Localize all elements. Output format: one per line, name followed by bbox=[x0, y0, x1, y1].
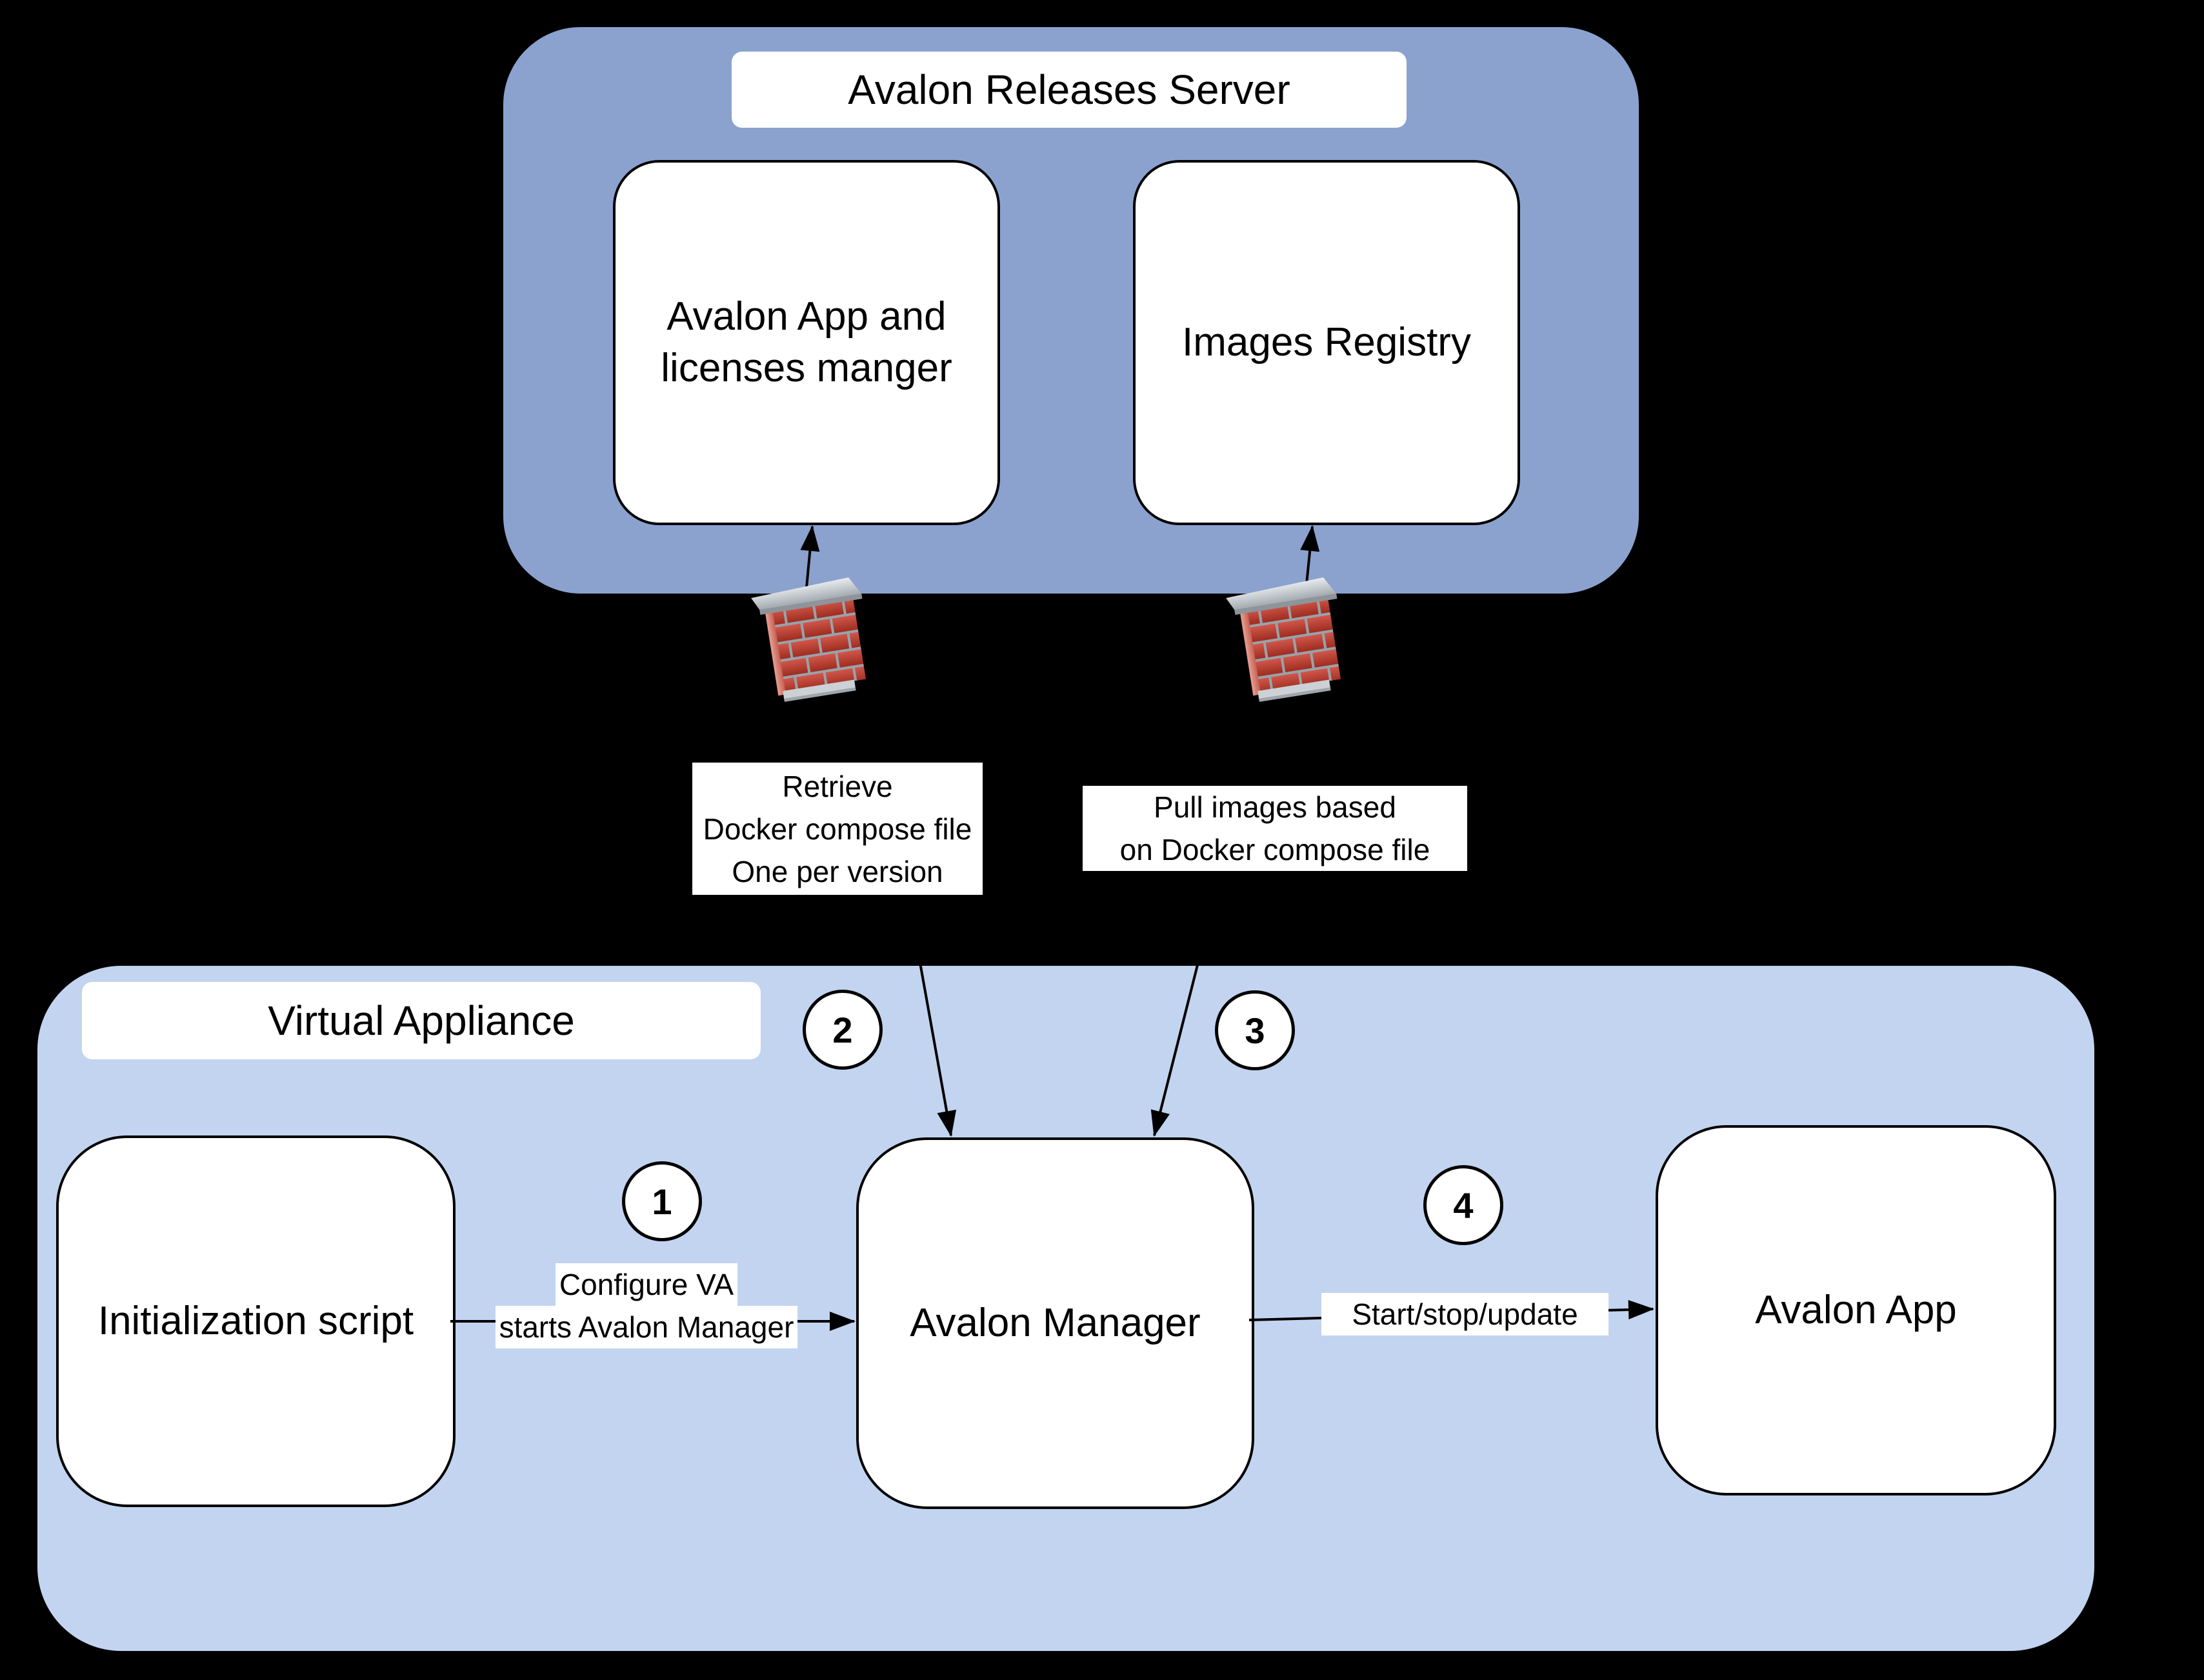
node-label-line: licenses manger bbox=[661, 346, 952, 390]
node-avalon-manager: Avalon Manager bbox=[856, 1137, 1254, 1509]
label-line: Pull images based bbox=[1154, 790, 1396, 824]
label-configure-va: Configure VA starts Avalon Manager bbox=[459, 1263, 834, 1348]
step-badge-3: 3 bbox=[1215, 990, 1295, 1070]
label-line: Configure VA bbox=[555, 1263, 738, 1306]
label-start-stop-update: Start/stop/update bbox=[1321, 1293, 1608, 1335]
node-avalon-app-and-licenses-manager: Avalon App and licenses manger bbox=[613, 160, 1000, 525]
appliance-group-title: Virtual Appliance bbox=[82, 982, 761, 1059]
node-initialization-script: Initialization script bbox=[56, 1135, 456, 1507]
appliance-group-title-text: Virtual Appliance bbox=[268, 997, 575, 1044]
step-badge-2: 2 bbox=[803, 990, 883, 1070]
step-number: 1 bbox=[652, 1181, 672, 1222]
step-badge-4: 4 bbox=[1423, 1165, 1503, 1245]
firewall-icon-left bbox=[750, 575, 877, 705]
label-line: starts Avalon Manager bbox=[495, 1306, 798, 1348]
node-label: Avalon App bbox=[1755, 1288, 1957, 1332]
step-number: 3 bbox=[1245, 1010, 1265, 1051]
label-line: on Docker compose file bbox=[1119, 833, 1430, 866]
firewall-icon-right bbox=[1225, 575, 1352, 705]
node-label: Avalon Manager bbox=[910, 1301, 1201, 1345]
label-retrieve-docker-compose: Retrieve Docker compose file One per ver… bbox=[692, 763, 983, 895]
label-line: Docker compose file bbox=[703, 812, 972, 846]
step-number: 4 bbox=[1453, 1185, 1474, 1226]
label-line: Retrieve bbox=[782, 769, 893, 803]
label-line: Start/stop/update bbox=[1352, 1297, 1578, 1331]
server-group-title: Avalon Releases Server bbox=[732, 52, 1407, 128]
step-number: 2 bbox=[832, 1009, 853, 1050]
step-badge-1: 1 bbox=[622, 1161, 702, 1241]
node-label: Images Registry bbox=[1182, 320, 1471, 365]
node-label-line: Avalon App and bbox=[666, 294, 947, 339]
node-images-registry: Images Registry bbox=[1133, 160, 1520, 525]
label-pull-images: Pull images based on Docker compose file bbox=[1083, 786, 1467, 871]
node-avalon-app: Avalon App bbox=[1656, 1125, 2056, 1495]
label-line: One per version bbox=[732, 854, 943, 888]
node-label: Initialization script bbox=[97, 1299, 414, 1343]
server-group-title-text: Avalon Releases Server bbox=[848, 66, 1290, 113]
